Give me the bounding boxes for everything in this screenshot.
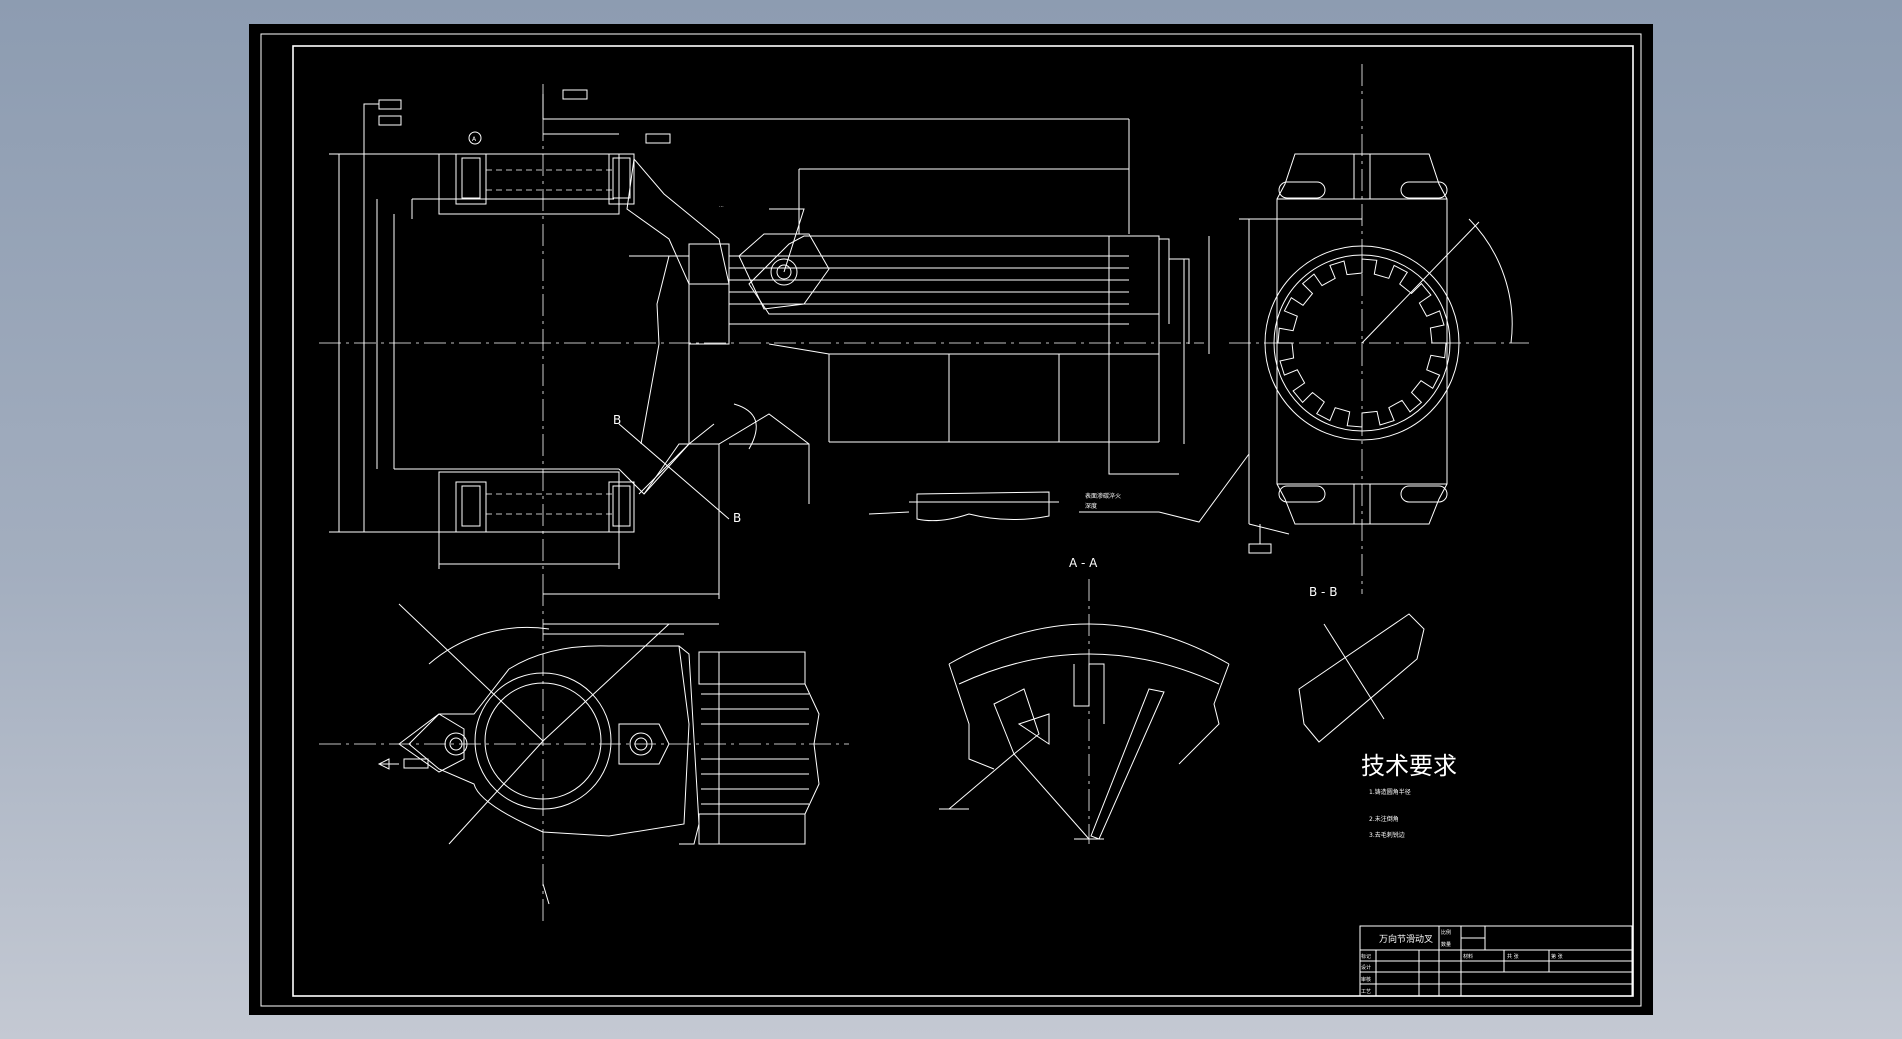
section-aa: A - A bbox=[939, 556, 1230, 844]
tech-req-item-2: 2.未注倒角 bbox=[1369, 815, 1399, 823]
end-view bbox=[1229, 64, 1529, 594]
drawing-sheet: B B A ... bbox=[249, 24, 1653, 1015]
section-mark-b-left: B bbox=[613, 413, 621, 427]
svg-text:...: ... bbox=[719, 203, 724, 209]
cell-sheets: 共 张 bbox=[1507, 953, 1519, 960]
tech-requirements: 技术要求 1.铸造圆角半径 2.未注倒角 3.去毛刺锐边 bbox=[1361, 752, 1457, 839]
cell-material: 材料 bbox=[1463, 953, 1473, 960]
hardening-detail: 表面渗碳淬火 深度 bbox=[868, 453, 1250, 523]
cell-sheet-no: 第 张 bbox=[1551, 953, 1563, 960]
note-hardness-2: 深度 bbox=[1085, 502, 1097, 510]
section-label-bb: B - B bbox=[1309, 585, 1337, 599]
cell-scale: 比例 bbox=[1441, 929, 1451, 936]
part-name: 万向节滑动叉 bbox=[1379, 933, 1433, 945]
tech-req-item-3: 3.去毛刺锐边 bbox=[1369, 831, 1405, 839]
section-label-aa: A - A bbox=[1069, 556, 1098, 570]
main-view: B B A ... bbox=[319, 84, 1210, 599]
cell-qty: 数量 bbox=[1441, 941, 1451, 948]
bottom-view bbox=[319, 584, 849, 924]
tech-requirements-title: 技术要求 bbox=[1361, 752, 1457, 780]
title-block: 万向节滑动叉 标记 设计 审核 工艺 比例 数量 材料 共 张 第 张 bbox=[1359, 925, 1633, 997]
note-hardness-1: 表面渗碳淬火 bbox=[1085, 492, 1121, 500]
row-label-3: 审核 bbox=[1361, 976, 1371, 983]
row-label-1: 标记 bbox=[1361, 953, 1371, 960]
inner-frame bbox=[292, 45, 1634, 997]
tech-req-item-1: 1.铸造圆角半径 bbox=[1369, 788, 1411, 796]
outer-frame bbox=[260, 33, 1642, 1007]
row-label-4: 工艺 bbox=[1361, 989, 1371, 995]
section-bb: B - B bbox=[1298, 585, 1425, 743]
cad-drawing: B B A ... bbox=[260, 33, 1642, 1007]
row-label-2: 设计 bbox=[1361, 964, 1371, 971]
section-mark-b-right: B bbox=[733, 511, 741, 525]
datum-a: A bbox=[472, 136, 477, 143]
